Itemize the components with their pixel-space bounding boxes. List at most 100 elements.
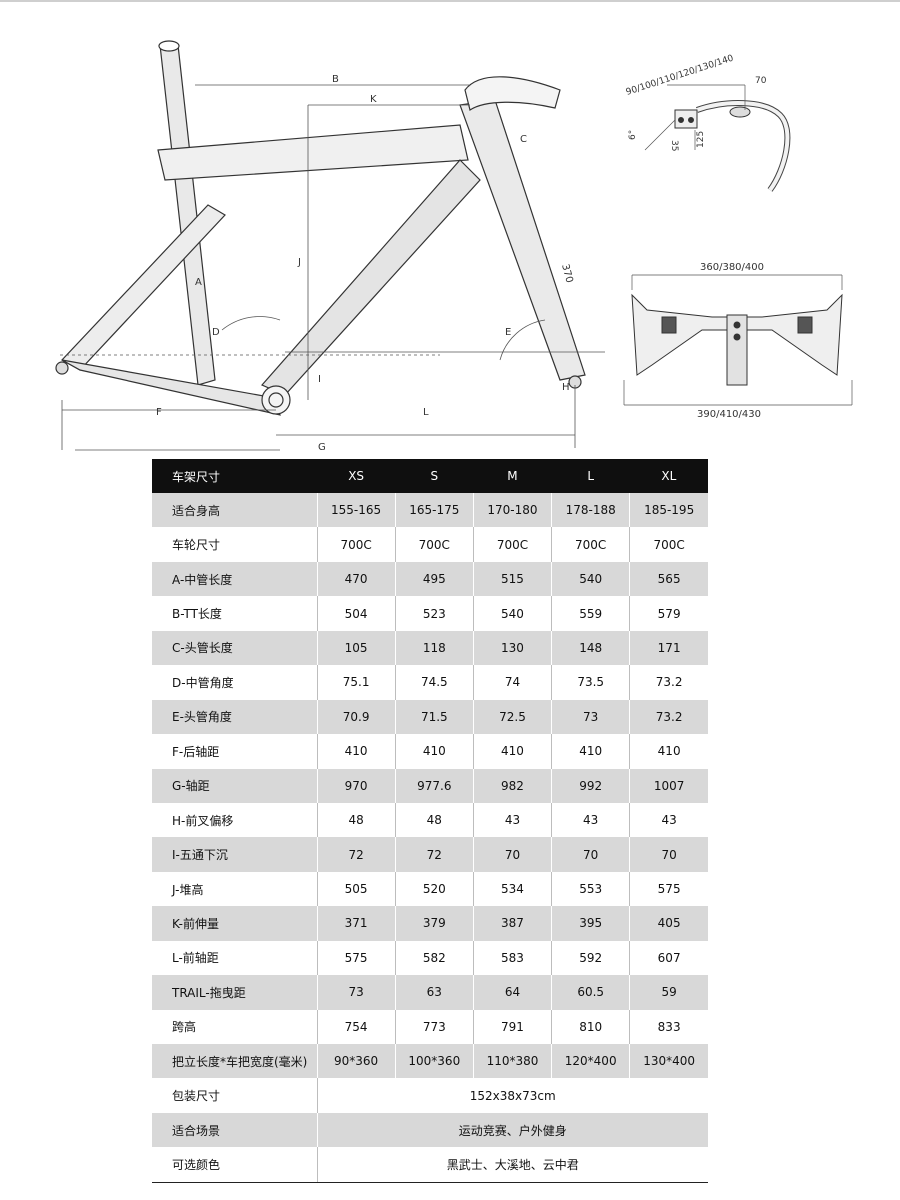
stem-clamp-shape xyxy=(674,109,698,129)
row-value: 70.9 xyxy=(316,699,396,735)
row-value: 75.1 xyxy=(316,665,396,700)
row-value: 410 xyxy=(316,734,396,769)
dim-label-a: A xyxy=(195,277,202,288)
dim-label-j: J xyxy=(297,257,301,268)
row-label: F-后轴距 xyxy=(152,734,318,769)
down-tube-shape xyxy=(261,159,481,396)
row-value: 371 xyxy=(316,906,396,941)
handlebar-shape xyxy=(631,293,843,376)
row-value: 773 xyxy=(394,1009,474,1044)
header-size-xl: XL xyxy=(629,459,708,493)
handlebar-bottom-width-label: 390/410/430 xyxy=(697,409,761,420)
row-label: 适合场景 xyxy=(152,1112,318,1148)
header-frame-size: 车架尺寸 xyxy=(152,459,318,493)
header-size-m: M xyxy=(473,459,552,493)
row-merged-value: 152x38x73cm xyxy=(316,1078,708,1113)
row-value: 73 xyxy=(551,699,630,735)
row-value: 155-165 xyxy=(316,493,396,528)
row-label: 跨高 xyxy=(152,1009,318,1044)
row-value: 515 xyxy=(472,561,552,597)
row-value: 405 xyxy=(629,906,708,941)
row-value: 90*360 xyxy=(316,1044,396,1079)
row-value: 178-188 xyxy=(551,493,630,528)
row-value: 977.6 xyxy=(394,768,474,803)
row-label: I-五通下沉 xyxy=(152,837,318,872)
row-value: 170-180 xyxy=(472,493,552,528)
row-value: 810 xyxy=(551,1009,630,1044)
row-value: 72.5 xyxy=(472,699,552,735)
row-value: 504 xyxy=(316,596,396,631)
row-value: 73.2 xyxy=(629,699,708,735)
dimension-lines xyxy=(60,84,605,451)
row-merged-value: 黑武士、大溪地、云中君 xyxy=(316,1147,708,1183)
dim-label-stem-370: 370 xyxy=(559,263,575,284)
row-value: 495 xyxy=(394,561,474,597)
row-value: 48 xyxy=(316,802,396,838)
dim-label-k: K xyxy=(370,94,377,105)
stem-rise-label: 70 xyxy=(755,76,767,86)
row-merged-value: 运动竞赛、户外健身 xyxy=(316,1112,708,1148)
row-value: 700C xyxy=(551,527,630,562)
header-size-xs: XS xyxy=(317,459,396,493)
row-value: 48 xyxy=(394,802,474,838)
row-value: 74 xyxy=(472,665,552,700)
row-value: 395 xyxy=(551,906,630,941)
row-label: C-头管长度 xyxy=(152,630,318,666)
row-value: 592 xyxy=(551,940,630,976)
row-label: 适合身高 xyxy=(152,493,318,528)
dim-label-h: H xyxy=(562,382,570,393)
row-value: 553 xyxy=(551,871,630,907)
row-value: 120*400 xyxy=(551,1044,630,1079)
row-value: 982 xyxy=(472,768,552,803)
row-value: 70 xyxy=(551,837,630,872)
row-value: 63 xyxy=(394,975,474,1010)
row-label: A-中管长度 xyxy=(152,561,318,597)
row-value: 410 xyxy=(394,734,474,769)
stem-length-options: 90/100/110/120/130/140 xyxy=(625,53,735,97)
row-value: 171 xyxy=(629,630,708,666)
row-label: D-中管角度 xyxy=(152,665,318,700)
stem-cap-shape xyxy=(729,106,751,118)
row-label: E-头管角度 xyxy=(152,699,318,735)
bottom-bracket-shape xyxy=(261,385,291,415)
dim-label-g: G xyxy=(318,442,326,453)
row-value: 700C xyxy=(629,527,708,562)
row-value: 410 xyxy=(629,734,708,769)
row-value: 148 xyxy=(551,630,630,666)
row-label: 可选颜色 xyxy=(152,1147,318,1183)
row-value: 579 xyxy=(629,596,708,631)
row-value: 185-195 xyxy=(629,493,708,528)
row-value: 1007 xyxy=(629,768,708,803)
row-value: 105 xyxy=(316,630,396,666)
dim-label-e: E xyxy=(505,327,511,338)
row-value: 387 xyxy=(472,906,552,941)
row-value: 165-175 xyxy=(394,493,474,528)
row-value: 72 xyxy=(394,837,474,872)
stem-shape xyxy=(464,76,561,111)
table-row: 可选颜色黑武士、大溪地、云中君 xyxy=(152,1147,708,1183)
row-label: H-前叉偏移 xyxy=(152,802,318,838)
dim-label-b: B xyxy=(332,74,339,85)
row-value: 110*380 xyxy=(472,1044,552,1079)
row-value: 583 xyxy=(472,940,552,976)
row-value: 700C xyxy=(316,527,396,562)
rear-axle-shape xyxy=(55,361,69,375)
row-value: 130 xyxy=(472,630,552,666)
row-value: 70 xyxy=(472,837,552,872)
chain-stay-shape xyxy=(61,359,281,416)
dim-label-f: F xyxy=(156,407,162,418)
row-value: 523 xyxy=(394,596,474,631)
row-label: L-前轴距 xyxy=(152,940,318,976)
seat-clamp-shape xyxy=(158,40,180,52)
row-value: 59 xyxy=(629,975,708,1010)
row-value: 754 xyxy=(316,1009,396,1044)
stem-bolt-label: 35 xyxy=(669,140,679,151)
row-value: 72 xyxy=(316,837,396,872)
